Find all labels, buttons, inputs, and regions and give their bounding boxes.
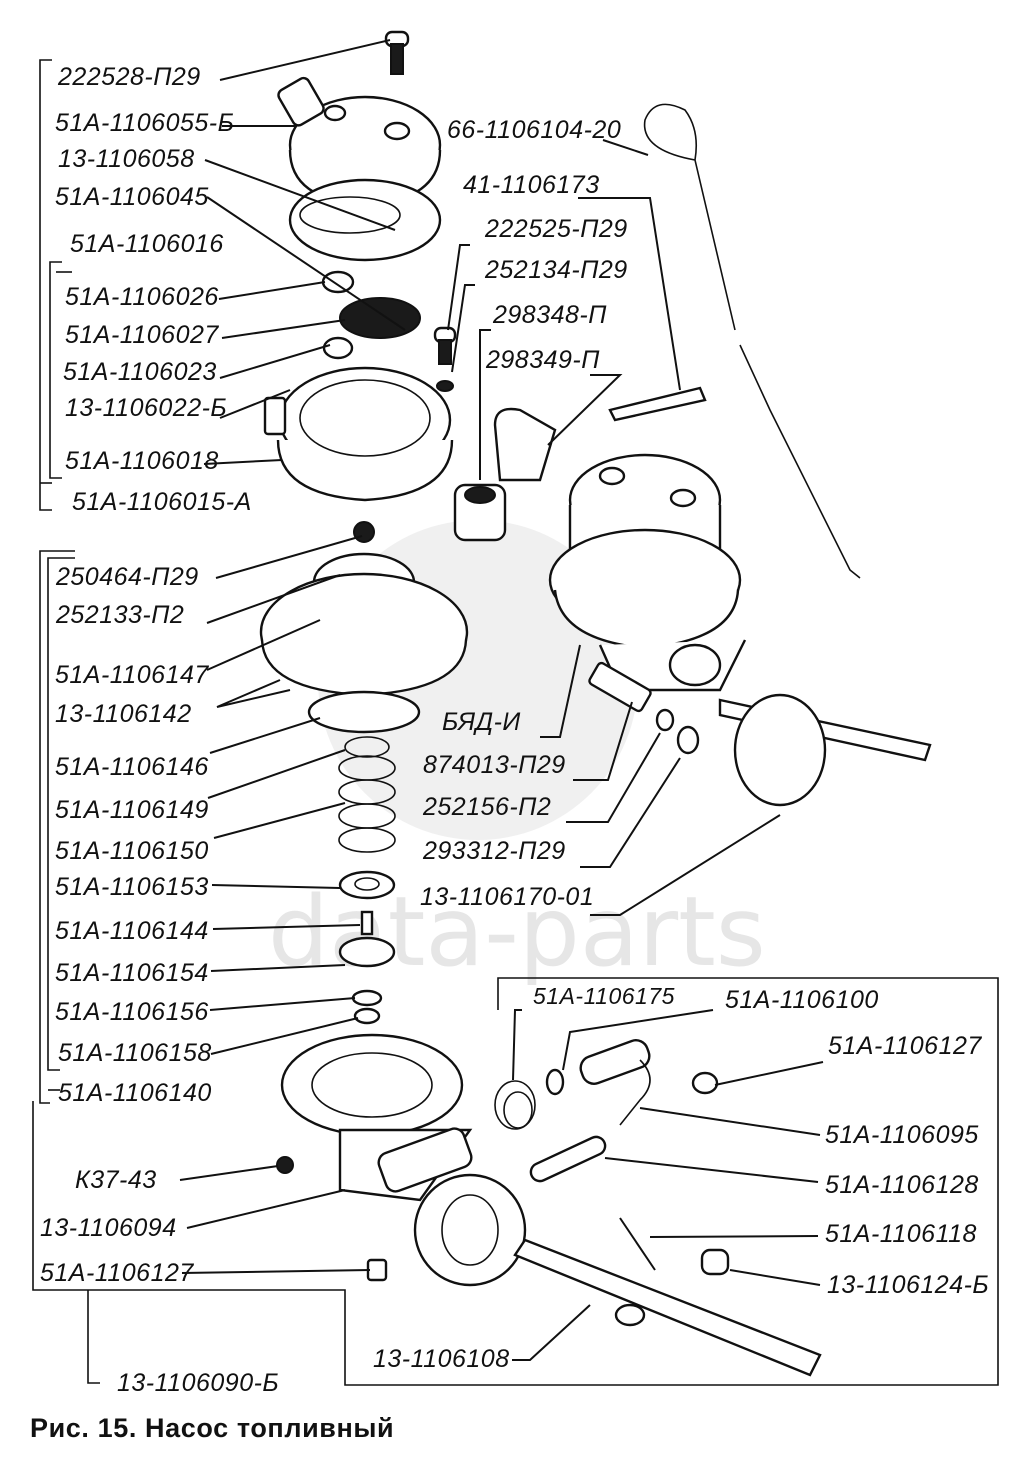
label-298348-p: 298348-П <box>492 301 607 329</box>
label-51a-1106015-a: 51А-1106015-А <box>72 488 252 516</box>
label-51a-1106118: 51А-1106118 <box>825 1220 977 1248</box>
label-13-1106124-b: 13-1106124-Б <box>827 1271 989 1299</box>
lower-body-assembly <box>276 1033 822 1377</box>
label-13-1106090-b: 13-1106090-Б <box>117 1369 279 1397</box>
label-51a-1106127-top: 51А-1106127 <box>828 1032 982 1060</box>
label-51a-1106018: 51А-1106018 <box>65 447 219 475</box>
label-51a-1106158: 51А-1106158 <box>58 1039 212 1067</box>
label-51a-1106156: 51А-1106156 <box>55 998 209 1026</box>
label-51a-1106150: 51А-1106150 <box>55 837 209 865</box>
label-k37-43: К37-43 <box>75 1166 157 1194</box>
label-874013-p29: 874013-П29 <box>423 751 566 779</box>
label-51a-1106146: 51А-1106146 <box>55 753 209 781</box>
label-51a-1106027: 51А-1106027 <box>65 321 219 349</box>
label-51a-1106149: 51А-1106149 <box>55 796 209 824</box>
label-51a-1106154: 51А-1106154 <box>55 959 209 987</box>
label-13-1106022-b: 13-1106022-Б <box>65 394 227 422</box>
label-222525-p29: 222525-П29 <box>484 215 628 243</box>
label-51a-1106016: 51А-1106016 <box>70 230 224 258</box>
label-298349-p: 298349-П <box>485 346 600 374</box>
label-66-1106104-20: 66-1106104-20 <box>447 116 621 144</box>
label-bdi: БЯД-И <box>442 708 521 736</box>
label-250464-p29: 250464-П29 <box>55 563 199 591</box>
label-13-1106170-01: 13-1106170-01 <box>420 883 594 911</box>
label-51a-1106175: 51А-1106175 <box>533 983 675 1009</box>
label-13-1106094: 13-1106094 <box>40 1214 177 1242</box>
label-13-1106108: 13-1106108 <box>373 1345 510 1373</box>
leader-lines <box>179 39 824 1361</box>
label-41-1106173: 41-1106173 <box>463 171 600 199</box>
label-252156-p2: 252156-П2 <box>422 793 551 821</box>
label-51a-1106128: 51А-1106128 <box>825 1171 979 1199</box>
label-51a-1106140: 51А-1106140 <box>58 1079 212 1107</box>
label-51a-1106095: 51А-1106095 <box>825 1121 979 1149</box>
label-51a-1106055-b: 51А-1106055-Б <box>55 109 234 137</box>
label-51a-1106100: 51А-1106100 <box>725 986 879 1014</box>
label-51a-1106147: 51А-1106147 <box>55 661 209 689</box>
label-51a-1106127-body: 51А-1106127 <box>40 1259 194 1287</box>
figure-caption: Рис. 15. Насос топливный <box>30 1413 395 1443</box>
group-brackets <box>32 59 999 1386</box>
label-252134-p29: 252134-П29 <box>484 256 628 284</box>
label-222528-p29: 222528-П29 <box>57 63 201 91</box>
label-293312-p29: 293312-П29 <box>422 837 566 865</box>
label-252133-p2: 252133-П2 <box>55 601 184 629</box>
label-13-1106058: 13-1106058 <box>58 145 195 173</box>
label-51a-1106144: 51А-1106144 <box>55 917 209 945</box>
label-51a-1106045: 51А-1106045 <box>55 183 209 211</box>
label-51a-1106023: 51А-1106023 <box>63 358 217 386</box>
label-13-1106142: 13-1106142 <box>55 700 192 728</box>
diaphragm-assembly <box>259 521 469 1025</box>
primer-rod <box>643 103 861 579</box>
label-51a-1106153: 51А-1106153 <box>55 873 209 901</box>
upper-cover-assembly <box>263 30 457 502</box>
spring-icon <box>338 736 396 853</box>
part-labels: 222528-П29 51А-1106055-Б 13-1106058 51А-… <box>40 63 989 1397</box>
fuel-pump-assembled <box>453 386 932 807</box>
label-51a-1106026: 51А-1106026 <box>65 283 219 311</box>
